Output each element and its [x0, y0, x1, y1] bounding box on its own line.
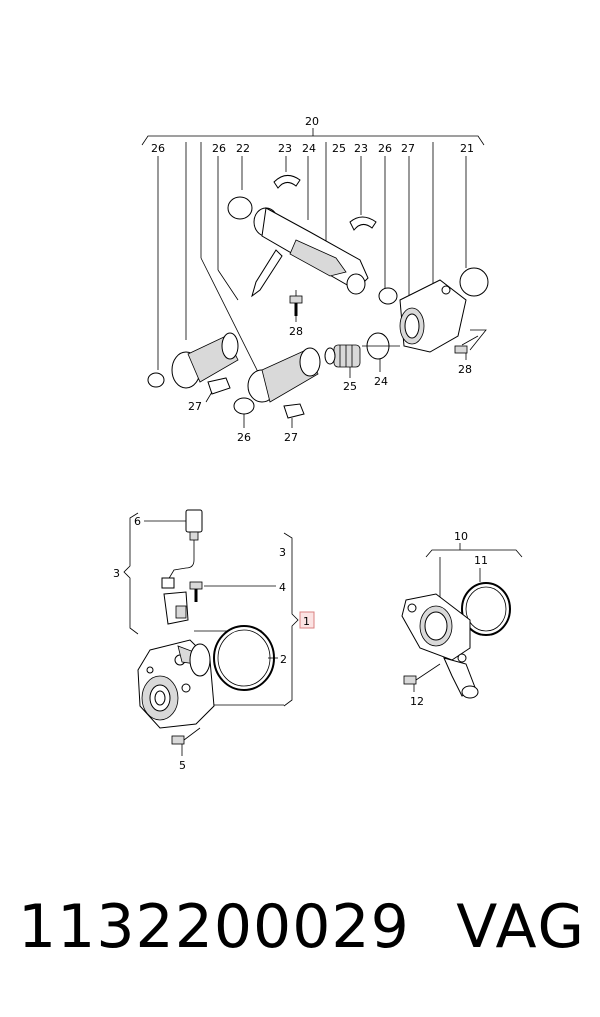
water-pump-housing	[137, 639, 215, 729]
callout-26[interactable]: 26	[151, 142, 165, 155]
part-number: 1132200029	[18, 892, 410, 962]
callout-3[interactable]: 3	[279, 546, 286, 559]
callout-27[interactable]: 27	[284, 431, 298, 444]
bracket-10	[425, 549, 523, 558]
o-ring-26	[378, 287, 398, 305]
o-ring-26-lower	[233, 397, 255, 415]
lower-assembly-group: 3 6 4 3 1 2	[113, 509, 315, 772]
bolt-4	[189, 581, 203, 602]
callout-28[interactable]: 28	[289, 325, 303, 338]
footer: 1132200029 VAG	[0, 892, 600, 982]
clip-23-left	[273, 175, 301, 189]
callout-27[interactable]: 27	[401, 142, 415, 155]
callout-2[interactable]: 2	[280, 653, 287, 666]
callout-10[interactable]: 10	[454, 530, 468, 543]
callout-1-highlight	[299, 611, 315, 629]
callout-27[interactable]: 27	[188, 400, 202, 413]
callout-20[interactable]: 20	[305, 115, 319, 128]
callout-12[interactable]: 12	[410, 695, 424, 708]
callout-23[interactable]: 23	[278, 142, 292, 155]
bolt-28-right	[454, 335, 479, 360]
callout-3[interactable]: 3	[113, 567, 120, 580]
bracket-1-right	[283, 532, 299, 707]
thermostat-25	[324, 344, 361, 378]
callout-26[interactable]: 26	[212, 142, 226, 155]
callout-21[interactable]: 21	[460, 142, 474, 155]
connector-pipe-right	[247, 347, 321, 403]
gasket-11	[461, 582, 511, 636]
callout-25[interactable]: 25	[343, 380, 357, 393]
clip-27-left	[207, 377, 231, 395]
callout-4[interactable]: 4	[279, 581, 286, 594]
bolt-28-left	[289, 290, 303, 322]
thermostat-housing-27	[399, 279, 467, 353]
upper-assembly-group: 20 26 26 22 23 24 25 23 26 27 21	[141, 115, 489, 444]
callout-5[interactable]: 5	[179, 759, 186, 772]
coolant-pipe-24	[251, 207, 369, 298]
clip-27-right	[283, 403, 305, 419]
callout-6[interactable]: 6	[134, 515, 141, 528]
callout-24[interactable]: 24	[302, 142, 316, 155]
connector-pipe-left	[147, 332, 239, 389]
callout-25[interactable]: 25	[332, 142, 346, 155]
callout-11[interactable]: 11	[474, 554, 488, 567]
bracket-3-left	[123, 512, 139, 635]
coolant-flange-10	[401, 593, 479, 699]
clip-23-right	[349, 216, 377, 231]
bolt-12	[403, 663, 441, 692]
callout-26[interactable]: 26	[378, 142, 392, 155]
brand-name: VAG	[456, 892, 586, 962]
callout-22[interactable]: 22	[236, 142, 250, 155]
flange-assembly-group: 10 11 12	[401, 530, 523, 708]
callout-1[interactable]: 1	[303, 615, 310, 628]
callout-28[interactable]: 28	[458, 363, 472, 376]
o-ring-22	[227, 196, 253, 220]
callout-24[interactable]: 24	[374, 375, 388, 388]
bolt-5	[171, 727, 201, 756]
callout-26[interactable]: 26	[237, 431, 251, 444]
temperature-sensor-6	[161, 509, 203, 625]
gasket-2	[213, 625, 275, 691]
o-ring-21	[459, 267, 489, 297]
callout-23[interactable]: 23	[354, 142, 368, 155]
